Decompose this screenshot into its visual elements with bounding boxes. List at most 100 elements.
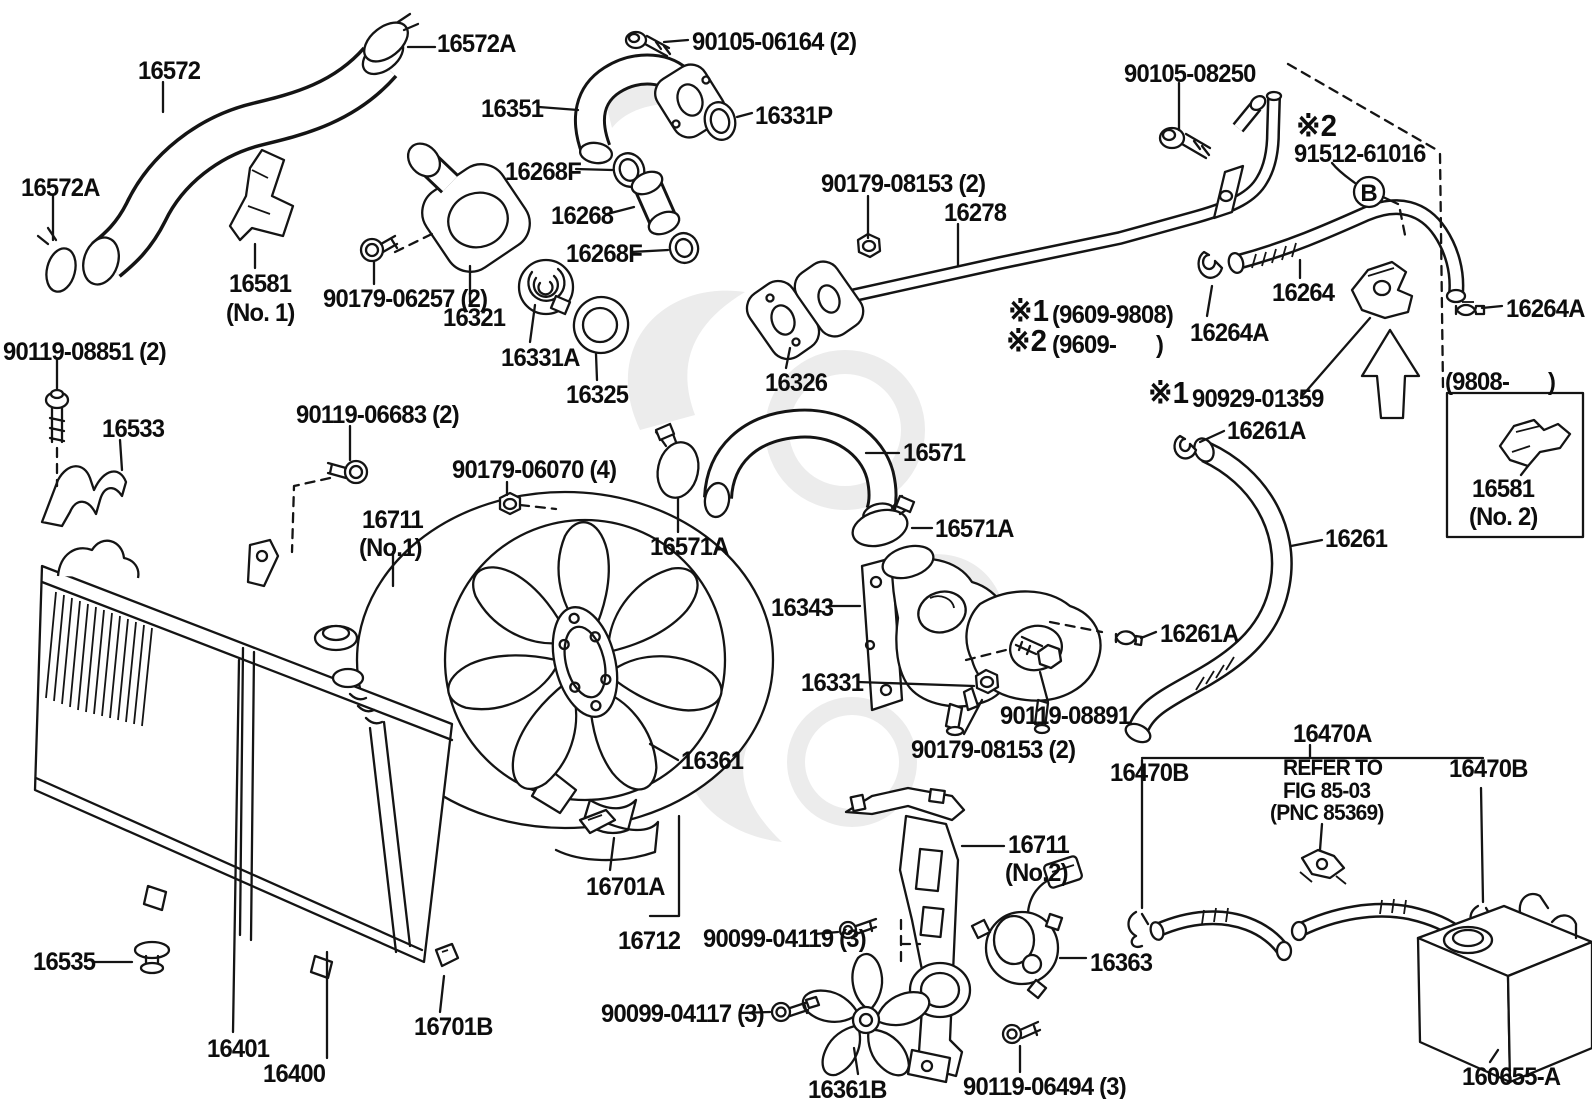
part-label-16278: 16278 bbox=[944, 199, 1007, 227]
bolt-90119-06494-drawing bbox=[1001, 1020, 1042, 1045]
clamp-16571a-right bbox=[851, 494, 916, 548]
drain-plug-16535-drawing bbox=[133, 940, 171, 975]
part-label-16321: 16321 bbox=[443, 304, 506, 332]
part-label-16572a-left: 16572A bbox=[21, 174, 100, 202]
nut-90179-08153-bottom-drawing bbox=[974, 668, 1000, 695]
bolt-90119-06683-drawing bbox=[326, 459, 369, 485]
part-label-16261a-bottom: 16261A bbox=[1160, 620, 1239, 648]
clip-16701a-drawing bbox=[578, 808, 617, 835]
part-label-91512-61016: 91512-61016 bbox=[1294, 140, 1426, 168]
bolt-90119-08851-drawing bbox=[44, 388, 70, 444]
part-label-16261a-top: 16261A bbox=[1227, 417, 1306, 445]
part-label-90179-06070: 90179-06070 (4) bbox=[452, 456, 617, 484]
note-refer-to: REFER TO bbox=[1283, 755, 1383, 780]
reservoir-hoses-16470-drawing bbox=[1127, 743, 1494, 962]
pipe-16278-drawing bbox=[745, 90, 1283, 361]
note-fig-85-03: FIG 85-03 bbox=[1283, 778, 1371, 803]
part-label-16400: 16400 bbox=[263, 1060, 326, 1088]
bolt-90099-04117-drawing bbox=[770, 995, 821, 1023]
part-label-16361: 16361 bbox=[681, 747, 744, 775]
clamp-16572a-top bbox=[363, 12, 420, 63]
part-label-90119-06683: 90119-06683 (2) bbox=[296, 401, 460, 429]
thermostat-16331a-drawing bbox=[517, 258, 575, 316]
part-label-16581-no2-suffix: (No. 2) bbox=[1469, 503, 1538, 531]
note-9808-open: (9808- bbox=[1445, 368, 1510, 396]
clamp-16264a-left bbox=[1197, 250, 1224, 279]
ref-mark-2-top: ※2 bbox=[1296, 108, 1338, 143]
part-label-16533: 16533 bbox=[102, 415, 165, 443]
part-label-16581-no1: 16581 bbox=[229, 270, 292, 298]
part-label-16268: 16268 bbox=[551, 202, 614, 230]
hose-clip-left bbox=[1127, 910, 1150, 949]
part-label-16268f-2: 16268F bbox=[566, 240, 643, 268]
part-label-16470b-left: 16470B bbox=[1110, 759, 1189, 787]
bolt-90179-06257-drawing bbox=[359, 234, 399, 263]
note-pnc-85369: (PNC 85369) bbox=[1270, 800, 1384, 825]
part-label-90179-08153-a: 90179-08153 (2) bbox=[821, 170, 986, 198]
part-label-16572a-top: 16572A bbox=[437, 30, 516, 58]
part-label-90179-06257: 90179-06257 (2) bbox=[323, 285, 488, 313]
clamp-16264a-right bbox=[1454, 301, 1486, 317]
radiator-fins bbox=[45, 591, 153, 727]
hose-16572-drawing bbox=[36, 12, 420, 293]
part-label-16470a: 16470A bbox=[1293, 720, 1372, 748]
bolt-90105-08250-drawing bbox=[1158, 126, 1212, 160]
part-label-16361b: 16361B bbox=[808, 1076, 887, 1099]
note-9808-close: ) bbox=[1548, 368, 1556, 396]
water-inlet-16321-drawing bbox=[406, 142, 531, 273]
part-label-90105-08250: 90105-08250 bbox=[1124, 60, 1256, 88]
part-label-16331p: 16331P bbox=[755, 102, 833, 130]
part-label-16711-no1-suffix: (No.1) bbox=[359, 534, 422, 562]
fan-16361b-drawing bbox=[801, 952, 931, 1077]
gasket-16325-drawing bbox=[572, 295, 630, 355]
bracket-16581-no1-drawing bbox=[228, 148, 295, 242]
part-label-90099-04117: 90099-04117 (3) bbox=[601, 1000, 765, 1028]
pipe-bracket bbox=[1212, 164, 1245, 220]
part-label-16401: 16401 bbox=[207, 1035, 270, 1063]
part-label-16264a-left: 16264A bbox=[1190, 319, 1269, 347]
leader-lines bbox=[51, 38, 1504, 1076]
gasket-16268f-2-drawing bbox=[668, 231, 700, 265]
part-label-16712: 16712 bbox=[618, 927, 681, 955]
part-label-16571a-left: 16571A bbox=[650, 533, 729, 561]
part-label-90179-08153-b: 90179-08153 (2) bbox=[911, 736, 1076, 764]
hose-16261-drawing bbox=[1114, 434, 1293, 744]
part-label-90099-04119: 90099-04119 (3) bbox=[703, 925, 867, 953]
radiator-cap bbox=[313, 624, 384, 725]
bracket-16533-drawing bbox=[40, 465, 128, 528]
bolt-90119-08891-drawing bbox=[1014, 635, 1063, 670]
part-label-90119-08851: 90119-08851 (2) bbox=[3, 338, 167, 366]
part-label-16572: 16572 bbox=[138, 57, 201, 85]
clamp-16261a-bottom bbox=[1114, 630, 1144, 647]
fitting-90929-01359-drawing bbox=[1350, 260, 1414, 320]
part-label-16711-no1: 16711 bbox=[362, 506, 424, 534]
gasket-16331p-drawing bbox=[703, 101, 737, 141]
joint-16268-drawing bbox=[630, 170, 681, 236]
box-16581-no2 bbox=[1445, 391, 1585, 539]
connector-b-callout: B bbox=[1286, 62, 1445, 390]
part-label-90119-06494: 90119-06494 (3) bbox=[963, 1073, 1127, 1099]
bolt-90105-06164-drawing bbox=[624, 30, 672, 58]
ref-mark-2-b: ※2 bbox=[1006, 323, 1048, 358]
fan-bracket-16711-no2-drawing bbox=[844, 786, 972, 1084]
part-label-16261: 16261 bbox=[1325, 525, 1388, 553]
clamp-pnc85369 bbox=[1299, 848, 1347, 885]
part-label-16571a-right: 16571A bbox=[935, 515, 1014, 543]
radiator-16400-drawing bbox=[33, 539, 454, 980]
note-9609-9808: (9609-9808) bbox=[1052, 301, 1174, 329]
clamp-16571a-left bbox=[654, 422, 700, 499]
part-label-16331a: 16331A bbox=[501, 344, 580, 372]
part-label-16581-no2: 16581 bbox=[1472, 475, 1535, 503]
part-label-16701b: 16701B bbox=[414, 1013, 493, 1041]
part-label-16264a-right: 16264A bbox=[1506, 295, 1585, 323]
part-label-16264: 16264 bbox=[1272, 279, 1335, 307]
part-label-16535: 16535 bbox=[33, 948, 96, 976]
part-label-90119-08891: 90119-08891 bbox=[1000, 702, 1131, 730]
ref-mark-1-b: ※1 bbox=[1148, 375, 1190, 410]
part-label-16363: 16363 bbox=[1090, 949, 1153, 977]
part-label-16331: 16331 bbox=[801, 669, 864, 697]
part-label-16711-no2-suffix: (No.2) bbox=[1005, 859, 1068, 887]
reservoir-tank-160655a-drawing bbox=[1416, 892, 1592, 1084]
